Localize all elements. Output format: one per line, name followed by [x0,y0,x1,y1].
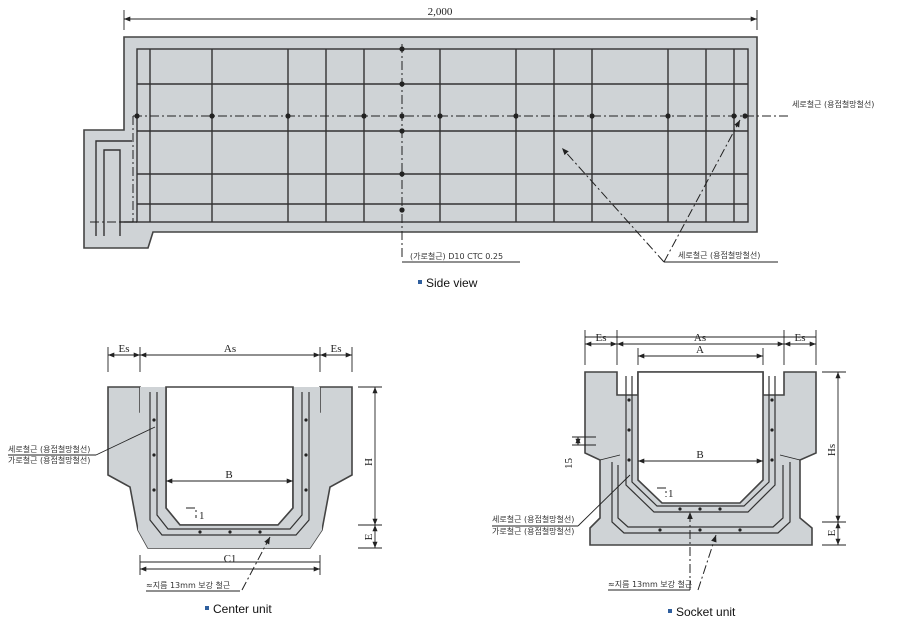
center-rebar-nodes [152,418,308,534]
center-dim-as: As [224,343,236,355]
center-caption-bullet [205,606,209,610]
side-view: 2,000 [83,6,874,290]
center-label-reinforcement: ≈지름 13mm 보강 철근 [146,580,230,590]
socket-dim-a: A [696,344,704,356]
center-dim-h: H [363,458,375,466]
socket-unit: Es As A Es B 1 15 [492,330,846,619]
side-rebar-nodes [134,46,748,213]
side-leader-2 [663,119,741,263]
side-stub-rebar-inner [103,149,121,236]
socket-dim-e: E [826,529,838,536]
side-caption: Side view [426,276,478,290]
center-label-vertical-rebar: 세로철근 (용접철망철선) [8,444,90,454]
socket-dim-15: 15 [563,458,575,470]
side-caption-bullet [418,280,422,284]
socket-caption-bullet [668,609,672,613]
socket-rebar-outer [611,462,791,534]
center-rebar-inner [156,392,303,530]
socket-dim-as: As [694,332,706,344]
center-unit: Es As Es B 1 H E [8,343,382,616]
socket-rebar-nodes [627,398,774,532]
socket-label-vertical-rebar: 세로철근 (용접철망철선) [492,514,574,524]
side-rebar-horizontals [137,83,748,205]
center-dim-e: E [363,533,375,540]
side-label-vertical-rebar: 세로철근 (용접철망철선) [792,99,874,109]
socket-dim-es-right: Es [795,332,806,344]
socket-dim-b: B [696,449,703,461]
center-dim-es-right: Es [331,343,342,355]
center-dim-1: 1 [199,510,205,522]
socket-dim-es-left: Es [596,332,607,344]
center-channel [165,386,294,526]
socket-caption: Socket unit [676,605,736,619]
side-label-diagonal: 세로철근 (용접철망철선) [678,250,760,260]
side-dimension-2000: 2,000 [428,6,453,18]
center-rebar-outer [149,392,310,536]
socket-rebar-inner [625,376,776,513]
side-rebar-frame [136,48,749,223]
center-dim-c1: C1 [224,553,237,565]
side-rebar-verticals [149,49,735,222]
socket-label-horizontal-rebar: 가로철근 (용접철망철선) [492,526,574,536]
center-caption: Center unit [213,602,272,616]
side-concrete-body [83,36,758,249]
socket-dim-hs: Hs [826,444,838,456]
side-label-horizontal-rebar: (가로철근) D10 CTC 0.25 [410,251,503,261]
socket-channel [637,371,764,504]
center-dim-es-left: Es [119,343,130,355]
side-stub-rebar-outer [95,140,132,236]
center-label-horizontal-rebar: 가로철근 (용접철망철선) [8,455,90,465]
socket-label-reinforcement: ≈지름 13mm 보강 철근 [608,579,692,589]
side-leader-1 [561,147,665,263]
socket-dim-1: 1 [668,488,674,500]
center-dim-b: B [225,469,232,481]
